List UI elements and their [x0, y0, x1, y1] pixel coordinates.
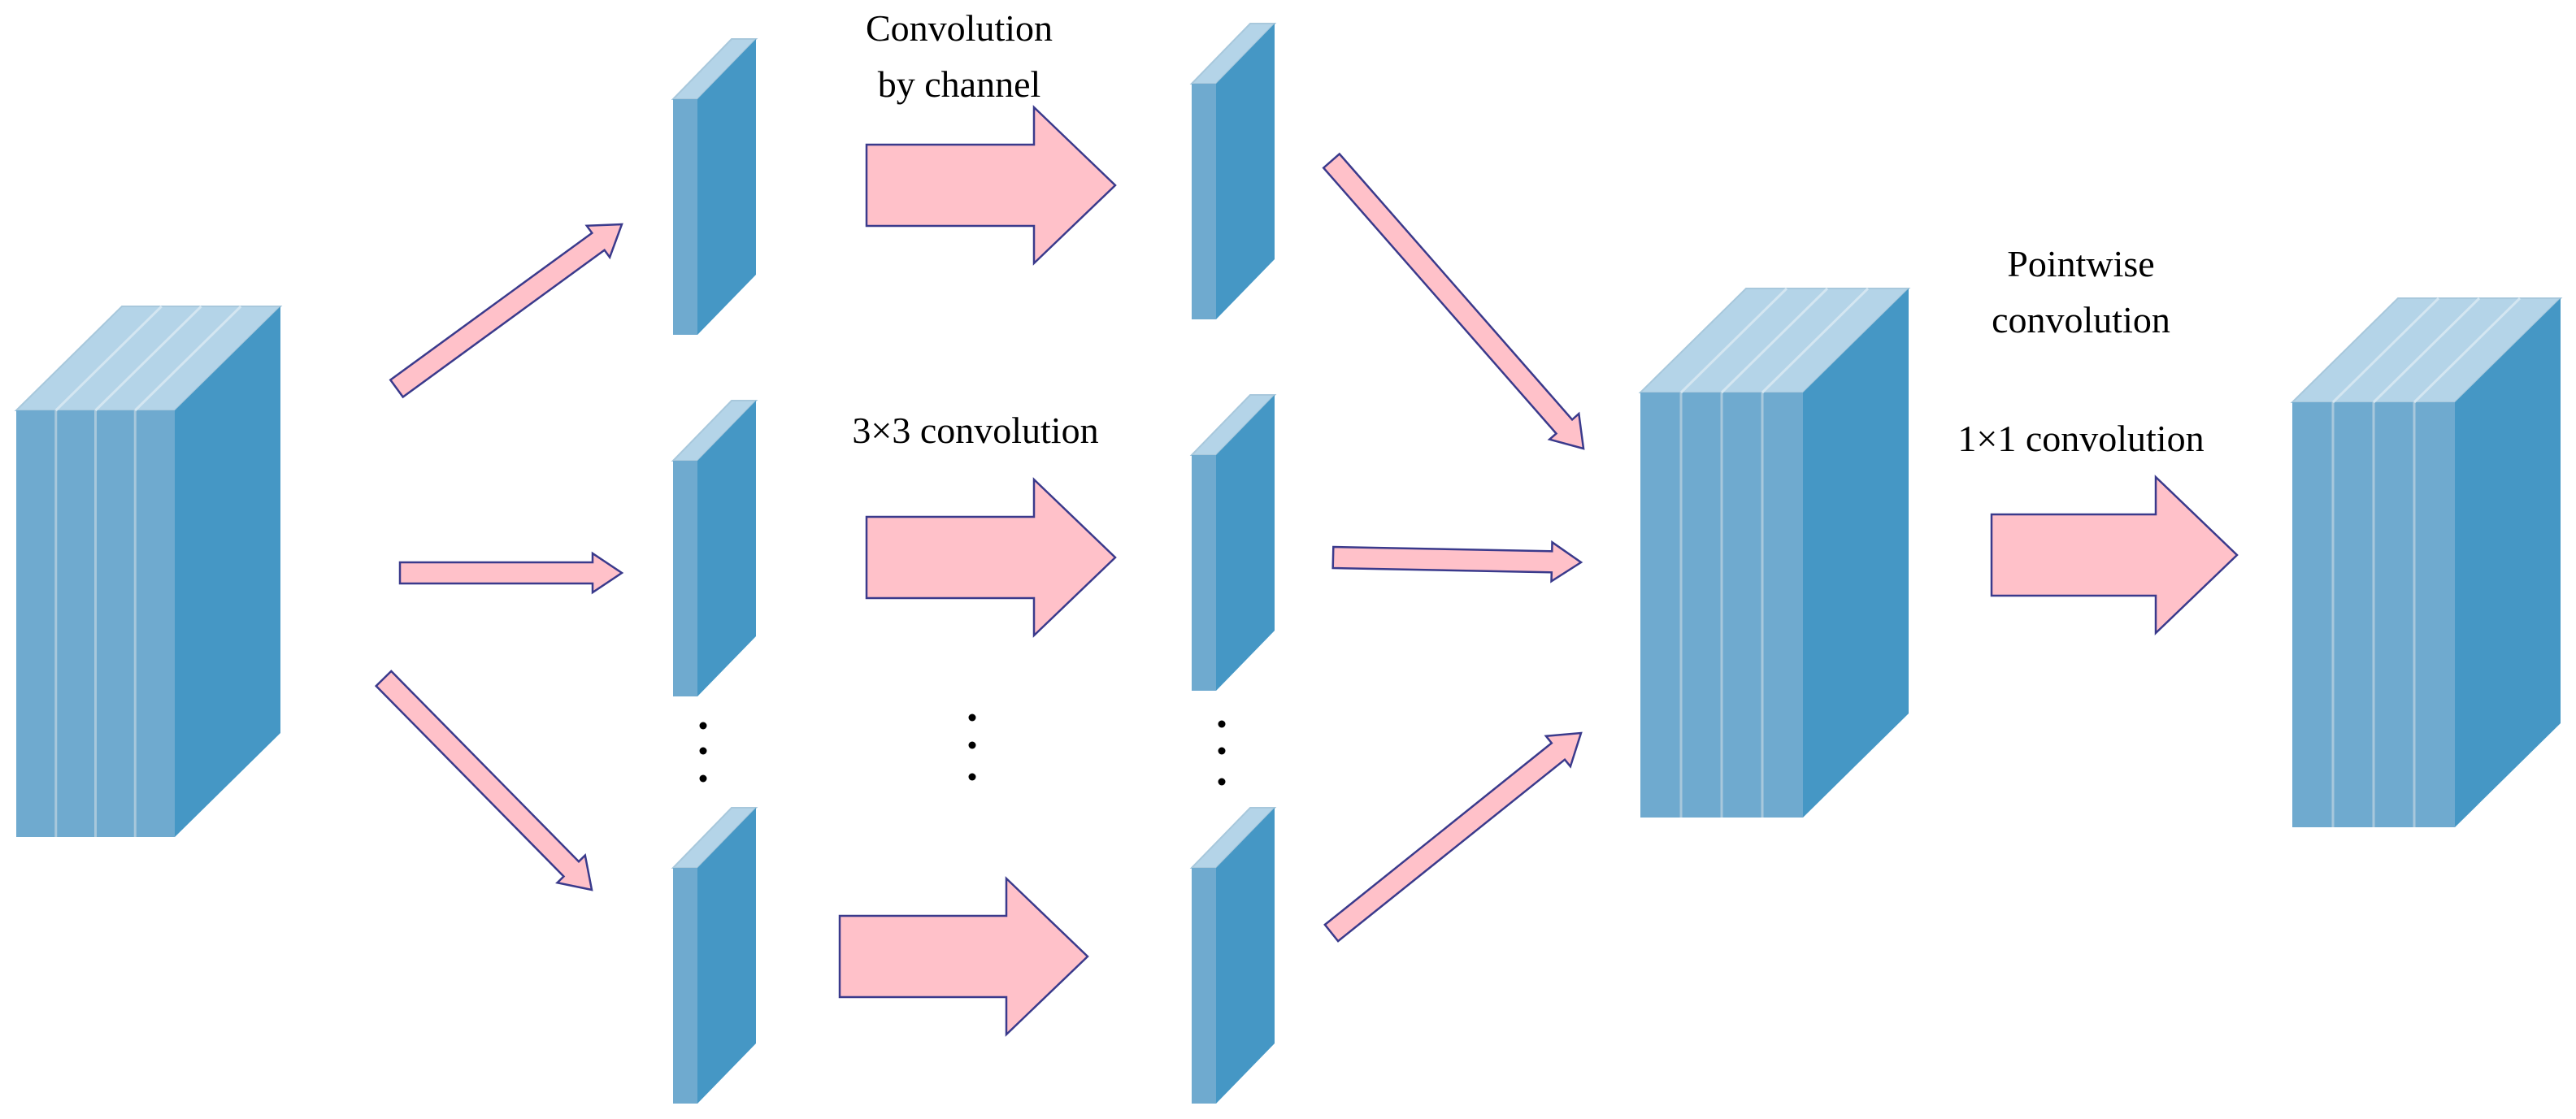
depthwise-output-2-side-face: [1216, 395, 1275, 691]
pointwise-arrow: [1990, 475, 2239, 635]
depthwise-arrow-bottom: [838, 876, 1089, 1037]
ellipsis-kernels-dot: [968, 713, 976, 722]
ellipsis-channels: [699, 722, 707, 783]
label-pointwise-convolution: Pointwise convolution: [1992, 243, 2170, 340]
ellipsis-kernels-dot: [968, 773, 976, 781]
channel-slice-2-front-face: [673, 461, 697, 696]
ellipsis-channels-dot: [699, 774, 707, 783]
label-3x3-convolution: 3×3 convolution: [852, 410, 1099, 451]
ellipsis-kernels: [968, 713, 976, 781]
output-feature-map: [2290, 297, 2563, 827]
channel-slice-n-side-face: [697, 808, 756, 1104]
ellipsis-dots: [699, 713, 1226, 786]
channel-slice-n-front-face: [673, 868, 697, 1104]
concatenated-feature-map: [1638, 287, 1911, 818]
depthwise-output-n-front-face: [1192, 868, 1216, 1104]
input-feature-map-slice-edge: [54, 305, 163, 412]
channel-slice-1: [671, 38, 758, 335]
merge-arrow-bottom: [1323, 731, 1583, 943]
merge-arrow-middle: [1331, 540, 1583, 583]
ellipsis-channels-dot: [699, 747, 707, 755]
depthwise-output-2-front-face: [1192, 455, 1216, 691]
label-convolution-by-channel: Convolution by channel: [865, 7, 1053, 105]
concatenated-feature-map-slice-edge: [1761, 287, 1870, 394]
depthwise-output-1-side-face: [1216, 24, 1275, 319]
input-feature-map-side-face: [175, 306, 280, 837]
depthwise-output-n: [1189, 807, 1277, 1104]
depthwise-output-n-side-face: [1216, 808, 1275, 1104]
ellipsis-channels-dot: [699, 722, 707, 730]
concatenated-feature-map-side-face: [1803, 288, 1909, 818]
channel-slice-n: [671, 807, 758, 1104]
input-feature-map-slice-edge: [134, 305, 242, 412]
input-feature-map: [14, 305, 283, 837]
channel-slice-2-side-face: [697, 401, 756, 696]
output-feature-map-slice-edge: [2372, 297, 2481, 404]
split-arrow-middle: [398, 551, 624, 595]
split-arrow-bottom: [374, 670, 593, 891]
ellipsis-kernels-dot: [968, 741, 976, 749]
depthwise-output-1: [1189, 23, 1277, 319]
output-feature-map-slice-edge: [2331, 297, 2440, 404]
channel-slice-1-side-face: [697, 39, 756, 335]
concatenated-feature-map-slice-edge: [1679, 287, 1788, 394]
ellipsis-outputs-dot: [1218, 778, 1226, 786]
feature-map-blocks: [14, 23, 2563, 1104]
depthwise-output-1-front-face: [1192, 84, 1216, 319]
depthwise-output-2: [1189, 394, 1277, 691]
channel-slice-2: [671, 400, 758, 696]
flow-arrows: [374, 105, 2239, 1037]
output-feature-map-side-face: [2455, 298, 2561, 827]
ellipsis-outputs: [1218, 720, 1226, 786]
split-arrow-top: [389, 223, 623, 399]
concatenated-feature-map-slice-edge: [1720, 287, 1829, 394]
input-feature-map-slice-edge: [94, 305, 202, 412]
output-feature-map-slice-edge: [2413, 297, 2522, 404]
ellipsis-outputs-dot: [1218, 747, 1226, 755]
label-1x1-convolution: 1×1 convolution: [1957, 418, 2205, 459]
merge-arrow-top: [1322, 152, 1585, 450]
depthwise-arrow-middle: [865, 477, 1117, 638]
channel-slice-1-front-face: [673, 99, 697, 335]
ellipsis-outputs-dot: [1218, 720, 1226, 728]
depthwise-arrow-top: [865, 105, 1117, 266]
